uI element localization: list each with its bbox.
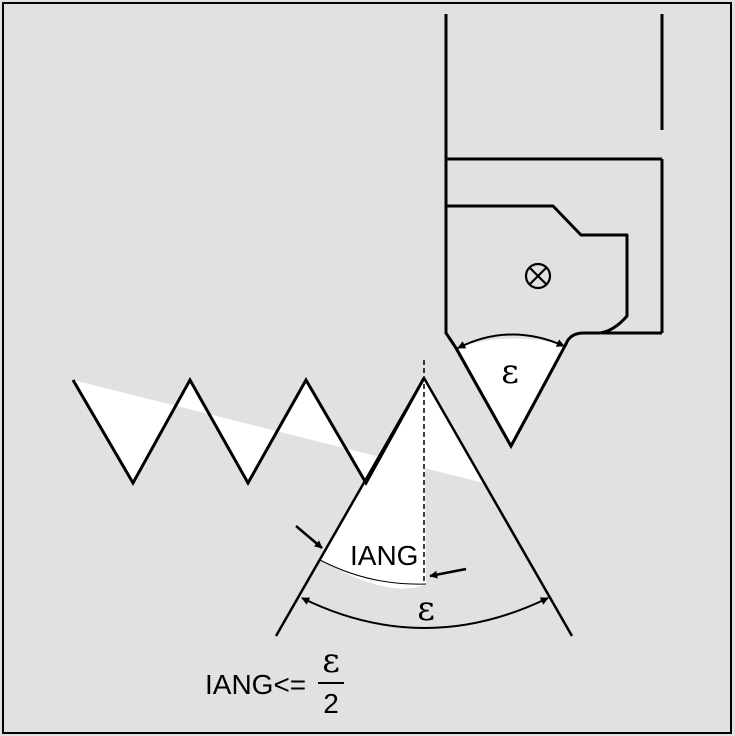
thread-flank-left xyxy=(274,377,426,637)
formula: IANG<= ε 2 xyxy=(205,641,344,719)
thread-angle-symbol: ε xyxy=(417,589,435,629)
formula-lhs: IANG<= xyxy=(205,669,306,700)
infeed-angle-label: IANG xyxy=(350,540,418,571)
insert-tip-outline xyxy=(454,343,568,450)
infeed-sector xyxy=(320,378,426,589)
tool-angle-symbol: ε xyxy=(501,352,519,392)
formula-denominator: 2 xyxy=(323,688,339,719)
infeed-arrow-right xyxy=(429,567,467,579)
formula-numerator: ε xyxy=(322,641,340,681)
threading-insert xyxy=(444,204,629,448)
infeed-angle-arc xyxy=(319,559,427,585)
tool-angle-arc xyxy=(457,333,565,349)
thread-profile xyxy=(71,376,426,487)
infeed-arrow-left xyxy=(295,525,323,549)
thread-flank-right xyxy=(422,377,574,637)
thread-angle-arc xyxy=(301,597,549,629)
insert-tip-fill xyxy=(458,338,567,446)
clamp-screw-icon xyxy=(524,262,552,290)
